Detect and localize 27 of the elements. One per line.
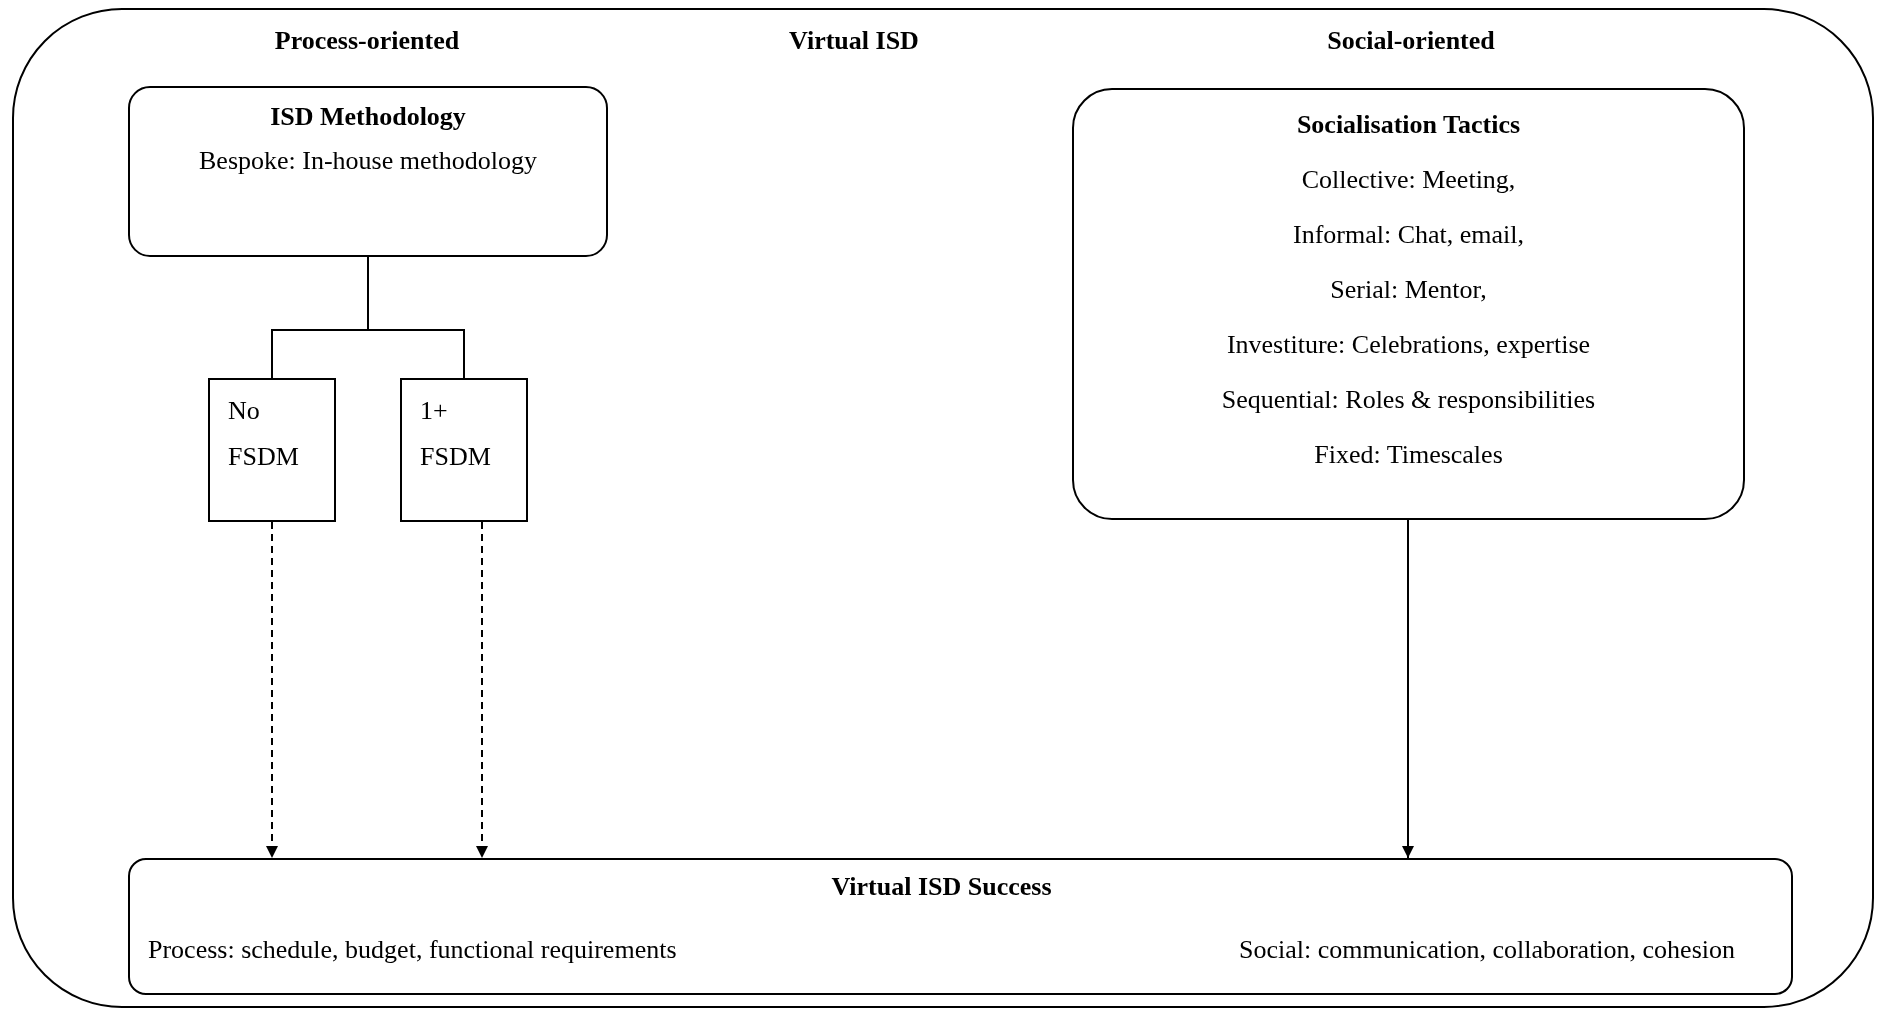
connector-line — [367, 256, 465, 379]
box-heading: Socialisation Tactics — [1296, 110, 1521, 140]
box-text: Process: schedule, budget, functional requirements — [148, 934, 677, 966]
frame-box — [12, 8, 1874, 1008]
box-text: Bespoke: In-house methodology — [199, 146, 537, 176]
process-box — [208, 378, 336, 522]
process-box — [400, 378, 528, 522]
process-box — [1072, 88, 1745, 520]
arrow — [476, 521, 488, 859]
box-heading: ISD Methodology — [270, 102, 466, 132]
arrow — [1402, 519, 1414, 859]
box-text: Sequential: Roles & responsibilities — [1221, 385, 1596, 415]
column-heading: Social-oriented — [1327, 26, 1495, 56]
box-text: Fixed: Timescales — [1314, 440, 1503, 470]
box-text: Serial: Mentor, — [1330, 275, 1487, 305]
arrow — [266, 521, 278, 859]
outcome-box — [128, 858, 1793, 995]
box-text: 1+ FSDM — [420, 395, 492, 473]
diagram-heading: Virtual ISD — [789, 26, 919, 56]
column-heading: Process-oriented — [274, 26, 460, 56]
box-text: Informal: Chat, email, — [1292, 220, 1524, 250]
box-text: Investiture: Celebrations, expertise — [1226, 330, 1591, 360]
box-text: Social: communication, collaboration, cohesion — [1238, 934, 1735, 966]
box-heading: Virtual ISD Success — [830, 872, 1053, 903]
box-text: No FSDM — [228, 395, 300, 473]
process-box — [128, 86, 608, 257]
box-text: Collective: Meeting, — [1301, 165, 1516, 195]
